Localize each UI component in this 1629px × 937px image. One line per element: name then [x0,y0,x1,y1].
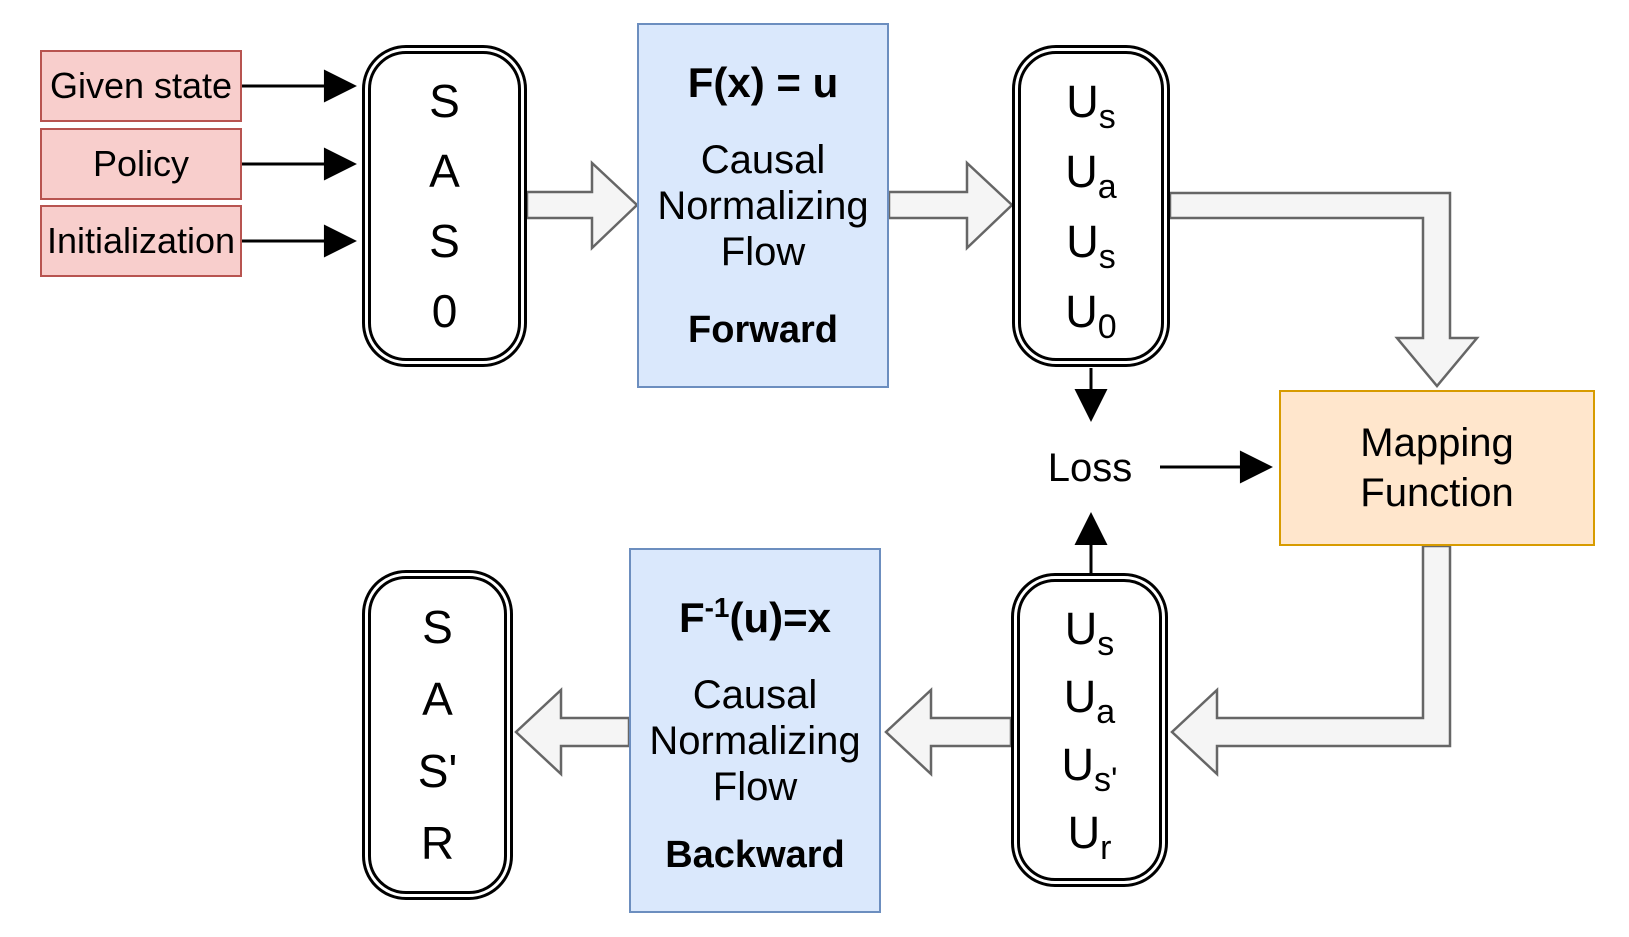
sasr-item-r: R [420,817,455,869]
saso-item-s2: S [429,215,460,267]
u-top-item-ua: Ua [1065,146,1117,206]
forward-flow-name: Causal Normalizing Flow [639,137,887,275]
forward-flow-line1: Causal [700,138,826,182]
latent-box-bottom: Us Ua Us' Ur [1011,573,1168,887]
mapping-function-box: Mapping Function [1279,390,1595,546]
state-box-saso: S A S 0 [362,45,527,367]
u-top-item-us2: Us [1066,216,1116,276]
thick-arrow-backward-to-sasr [514,687,631,777]
sasr-item-a: A [422,673,453,725]
forward-equation: F(x) = u [687,59,839,106]
u-top-item-u0: U0 [1065,286,1117,346]
backward-equation: F-1(u)=x [678,592,832,641]
thick-arrow-saso-to-forward [525,160,639,251]
input-policy: Policy [40,128,242,200]
saso-item-0: 0 [431,285,458,337]
input-given-state-label: Given state [49,65,233,106]
u-bottom-item-us: Us [1064,603,1115,663]
forward-flow-line2: Normalizing [657,184,869,228]
forward-flow-box: F(x) = u Causal Normalizing Flow Forward [637,23,889,388]
sasr-item-s1: S [422,601,453,653]
thick-arrow-forward-to-ubox [887,160,1014,251]
u-bottom-item-ur: Ur [1067,807,1112,867]
thick-arrow-ubox-to-mapping [1168,191,1480,388]
backward-flow-line3: Flow [712,765,798,809]
forward-flow-line3: Flow [720,230,806,274]
u-bottom-item-us-prime: Us' [1061,739,1118,799]
backward-mode-label: Backward [665,834,845,876]
loss-label: Loss [1047,446,1133,490]
backward-flow-line2: Normalizing [649,719,861,763]
sasr-item-s-prime: S' [417,745,458,797]
input-initialization-label: Initialization [46,220,236,261]
input-policy-label: Policy [92,143,190,184]
latent-box-bottom-inner: Us Ua Us' Ur [1017,579,1162,881]
latent-box-top-inner: Us Ua Us U0 [1018,51,1164,361]
state-box-sasr-inner: S A S' R [368,576,507,894]
thick-arrow-ubox-bottom-to-backward [884,687,1013,777]
saso-item-s1: S [429,75,460,127]
input-given-state: Given state [40,50,242,122]
saso-item-a: A [429,145,460,197]
u-bottom-item-ua: Ua [1063,671,1116,731]
u-top-item-us1: Us [1066,76,1116,136]
state-box-sasr: S A S' R [362,570,513,900]
backward-flow-box: F-1(u)=x Causal Normalizing Flow Backwar… [629,548,881,913]
state-box-saso-inner: S A S 0 [368,51,521,361]
latent-box-top: Us Ua Us U0 [1012,45,1170,367]
backward-flow-line1: Causal [692,673,818,717]
backward-flow-name: Causal Normalizing Flow [631,672,879,810]
input-initialization: Initialization [40,205,242,277]
thick-arrow-mapping-to-ubox-bottom [1170,544,1452,777]
mapping-label-line1: Mapping [1360,421,1514,465]
forward-mode-label: Forward [688,309,838,351]
mapping-label-line2: Function [1360,471,1514,515]
